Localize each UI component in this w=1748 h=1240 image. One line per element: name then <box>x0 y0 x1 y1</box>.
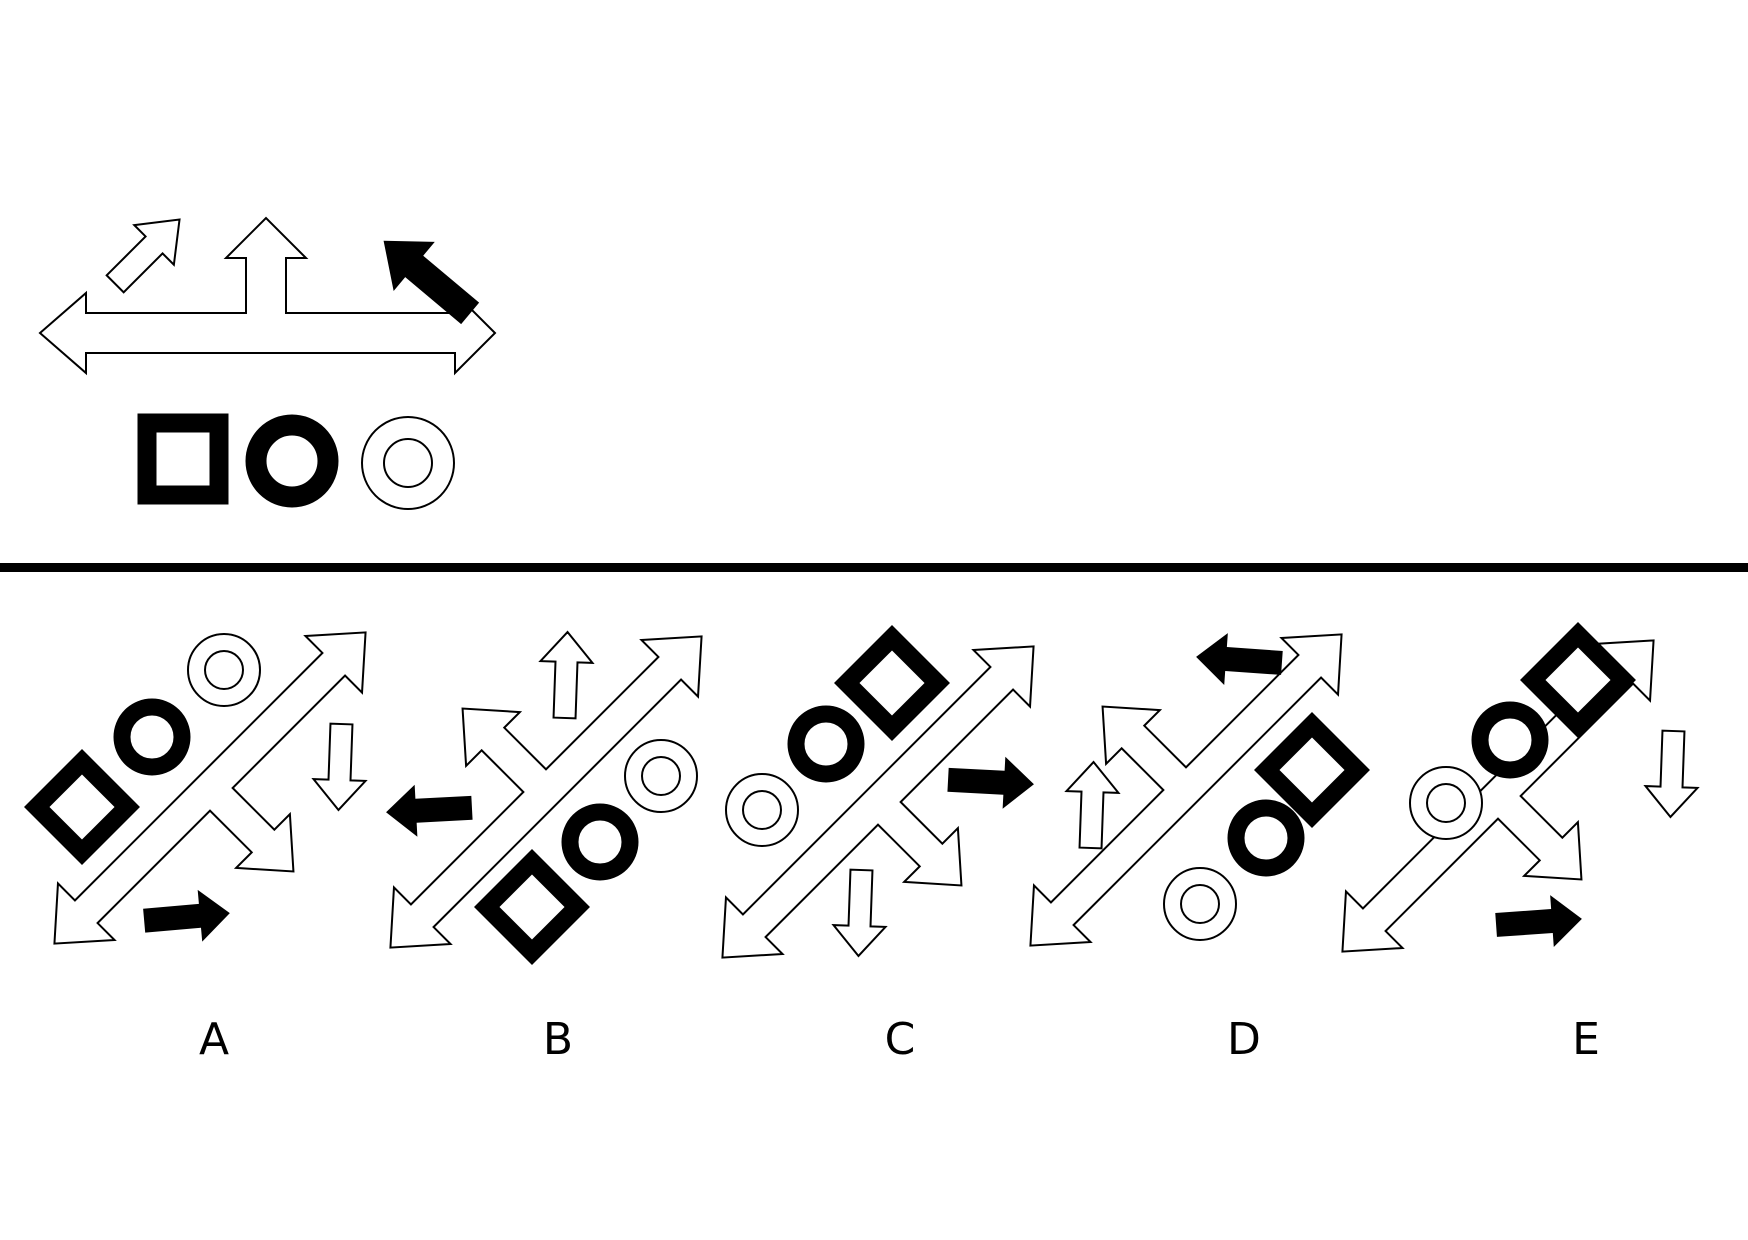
double-arrow-icon <box>39 217 496 374</box>
filled-arrow-left-icon <box>384 781 474 839</box>
outline-arrow-up-icon <box>537 630 595 720</box>
thick-circle-icon <box>1480 710 1540 770</box>
outline-arrow-down-icon <box>831 868 889 958</box>
option-e[interactable]: E <box>1313 611 1739 1065</box>
square-icon <box>847 638 938 729</box>
double-circle-icon <box>624 739 698 813</box>
option-b[interactable]: B <box>305 551 731 1065</box>
option-d[interactable]: D <box>945 549 1371 1065</box>
option-label: E <box>1572 1014 1600 1065</box>
question-figure <box>39 217 496 510</box>
filled-arrow-right-icon <box>141 887 233 947</box>
square-icon <box>1267 725 1358 816</box>
option-c[interactable]: C <box>693 617 1119 1065</box>
square-icon <box>137 413 229 505</box>
double-circle-icon <box>361 416 455 510</box>
option-label: D <box>1227 1014 1261 1065</box>
outline-arrow-down-icon <box>311 722 369 812</box>
divider-line <box>0 563 1748 572</box>
outline-arrow-up-right-icon <box>105 218 181 294</box>
filled-arrow-up-left-icon <box>383 240 480 325</box>
option-label: A <box>199 1014 229 1065</box>
option-label: C <box>885 1014 916 1065</box>
double-circle-icon <box>187 633 261 707</box>
thick-circle-icon <box>245 414 339 508</box>
filled-arrow-left-icon <box>1194 630 1284 689</box>
thick-circle-icon <box>570 812 630 872</box>
thick-circle-icon <box>796 714 856 774</box>
double-circle-icon <box>1163 867 1237 941</box>
option-a[interactable]: A <box>25 603 451 1065</box>
filled-arrow-right-icon <box>1494 892 1584 951</box>
thick-circle-icon <box>1236 808 1296 868</box>
filled-arrow-right-icon <box>946 753 1036 811</box>
thick-circle-icon <box>122 707 182 767</box>
square-icon <box>487 862 578 953</box>
outline-arrow-down-icon <box>1643 729 1701 819</box>
option-label: B <box>543 1014 573 1065</box>
outline-arrow-up-icon <box>1063 760 1121 850</box>
double-circle-icon <box>725 773 799 847</box>
square-icon <box>37 762 128 853</box>
double-circle-icon <box>1409 766 1483 840</box>
